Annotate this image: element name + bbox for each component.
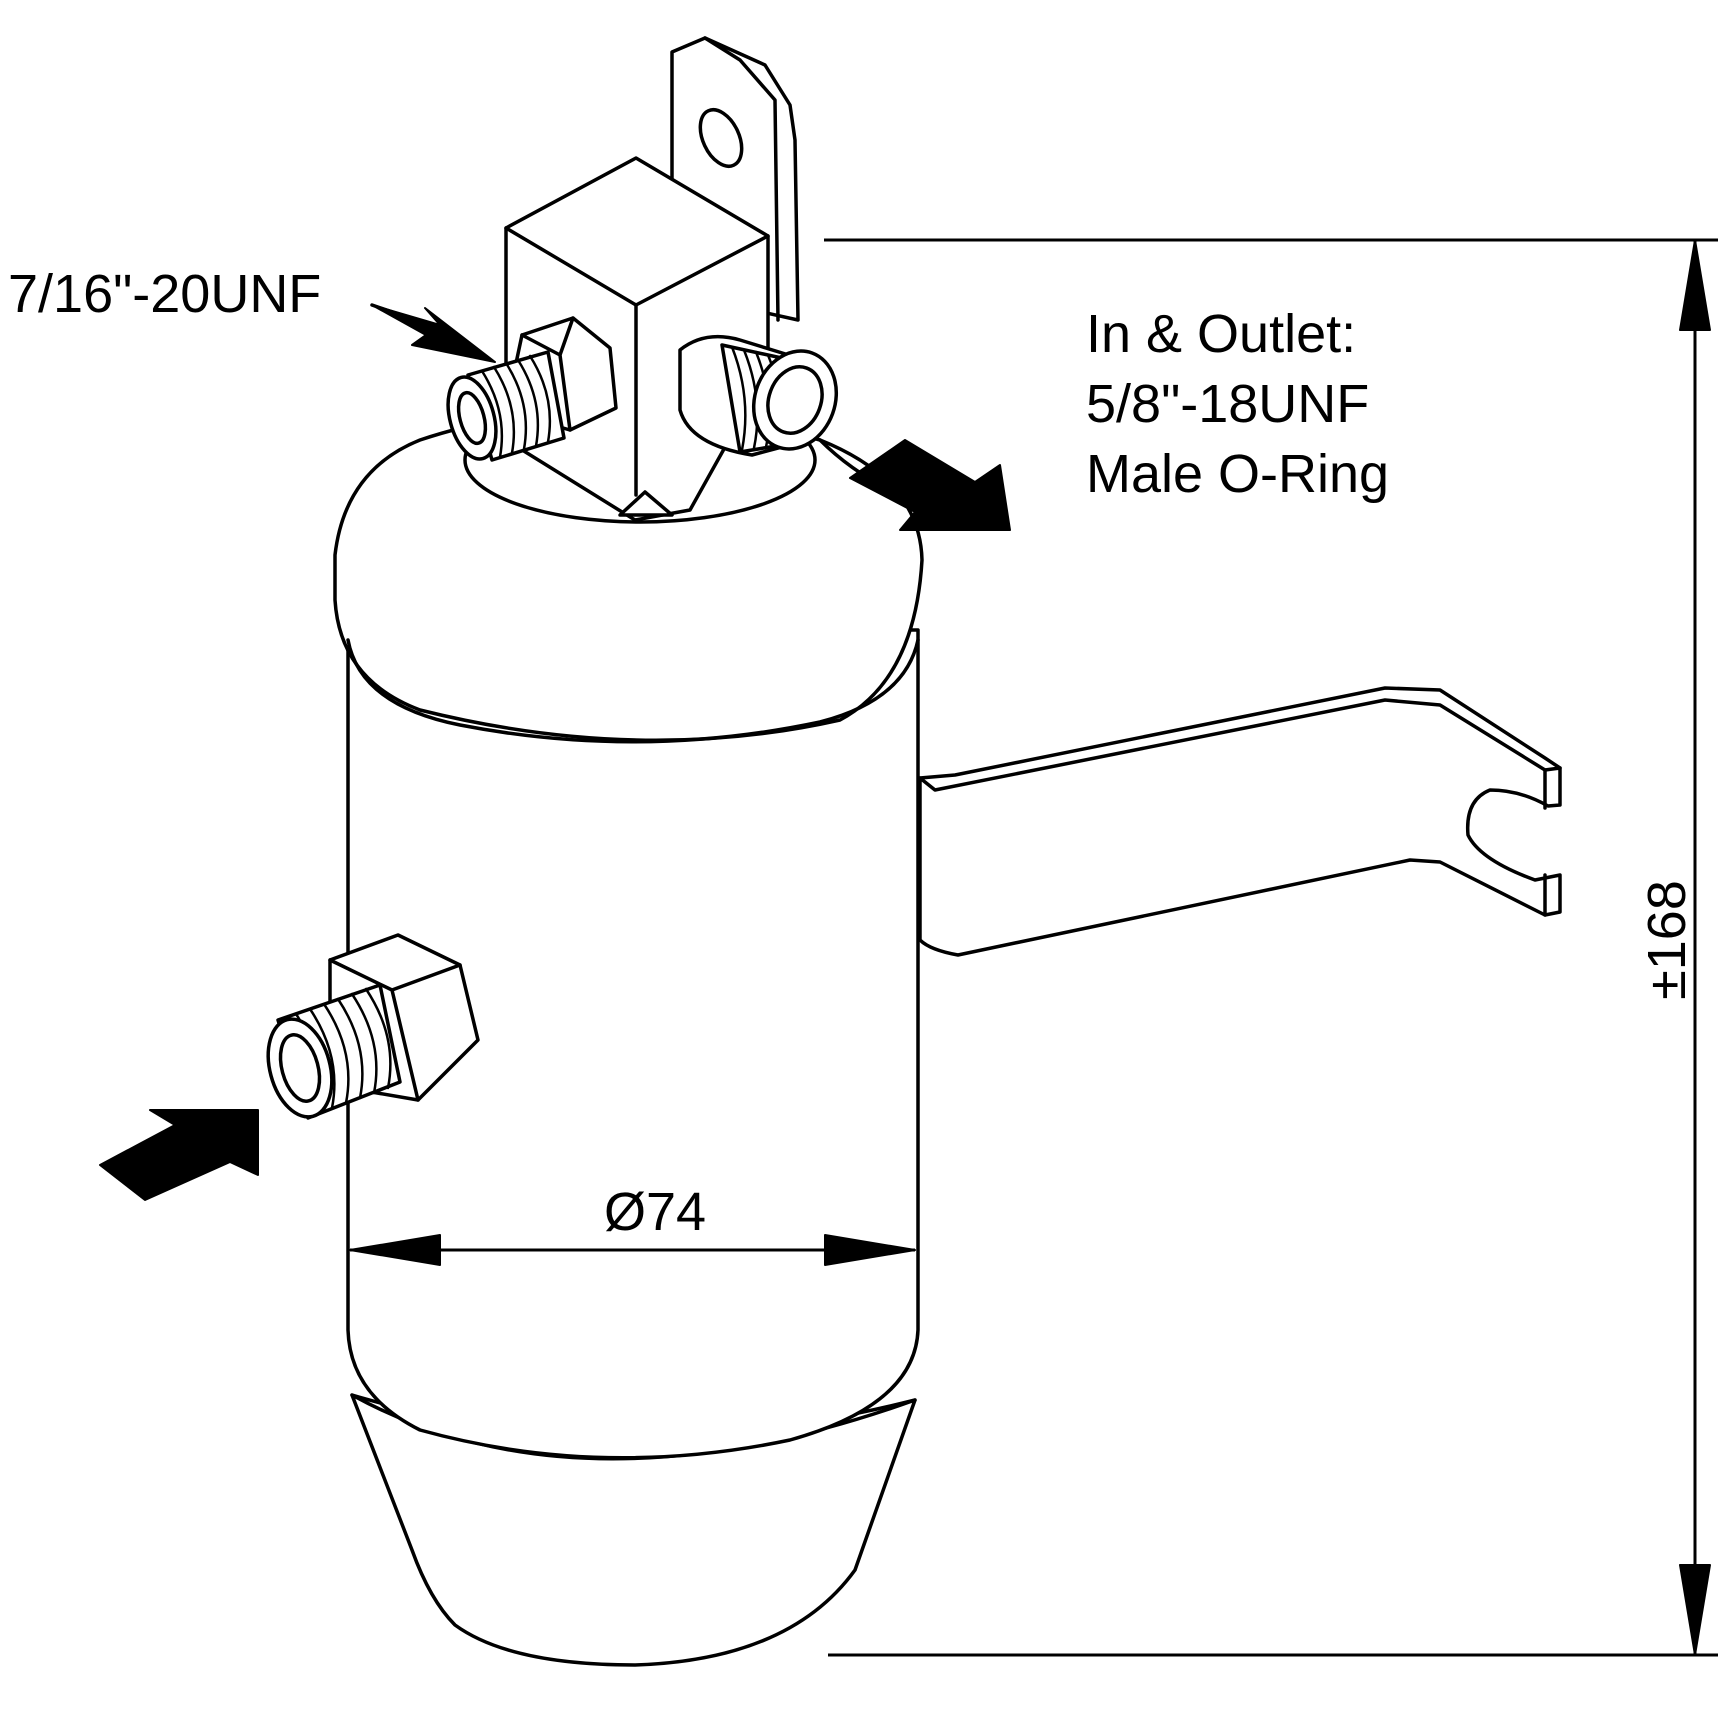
- diameter-label: Ø74: [604, 1182, 706, 1242]
- outlet-spec-line-3: Male O-Ring: [1086, 444, 1389, 504]
- height-dimension: ±168: [824, 238, 1718, 1657]
- outlet-spec-line-2: 5/8"-18UNF: [1086, 374, 1369, 434]
- side-mounting-bracket: [918, 686, 1562, 957]
- inlet-arrow: [99, 1109, 259, 1201]
- outlet-spec-line-1: In & Outlet:: [1086, 304, 1356, 364]
- tab-hole: [698, 108, 744, 168]
- flow-arrows: [99, 303, 1011, 1201]
- diameter-dimension: Ø74: [349, 1182, 916, 1266]
- height-label: ±168: [1637, 880, 1697, 1000]
- side-inlet-fitting: [266, 933, 480, 1120]
- outlet-port-fitting: [678, 334, 839, 457]
- small-port-thread-label: 7/16"-20UNF: [8, 264, 321, 324]
- outlet-arrow: [849, 439, 1011, 531]
- small-port-arrow: [371, 304, 496, 363]
- small-port-fitting: [446, 316, 618, 462]
- outlet-spec-label: In & Outlet: 5/8"-18UNF Male O-Ring: [1086, 304, 1389, 504]
